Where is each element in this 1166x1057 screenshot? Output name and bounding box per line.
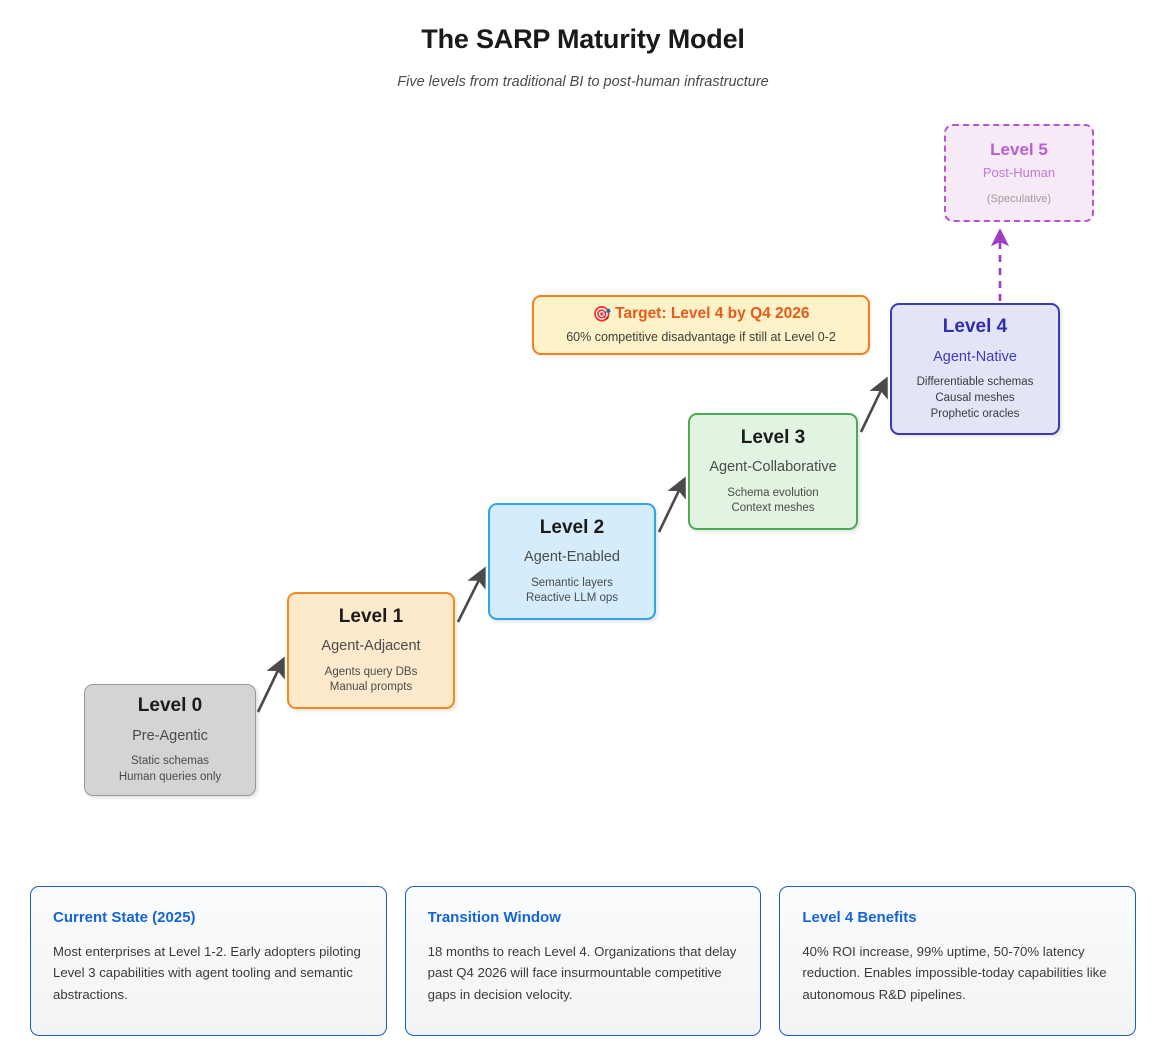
level-4-detail-line: Differentiable schemas [916, 376, 1034, 389]
level-3-detail-line: Context meshes [731, 502, 815, 515]
level-2-detail-line: Semantic layers [531, 576, 613, 589]
level-0-details: Static schemas Human queries only [119, 754, 221, 786]
level-box-0[interactable]: Level 0 Pre-Agentic Static schemas Human… [84, 684, 256, 796]
level-2-subtitle: Agent-Enabled [524, 549, 620, 566]
page-subtitle: Five levels from traditional BI to post-… [397, 74, 769, 90]
level-3-subtitle: Agent-Collaborative [709, 459, 837, 476]
level-1-detail-line: Manual prompts [329, 681, 413, 694]
level-2-title: Level 2 [539, 516, 605, 538]
target-headline-text: Target: Level 4 by Q4 2026 [615, 305, 810, 323]
level-5-subtitle: Post-Human [982, 165, 1056, 181]
level-4-title: Level 4 [942, 316, 1008, 338]
maturity-staircase: Level 0 Pre-Agentic Static schemas Human… [84, 124, 1094, 796]
level-1-title: Level 1 [338, 605, 404, 627]
level-box-1[interactable]: Level 1 Agent-Adjacent Agents query DBs … [287, 592, 455, 709]
level-0-detail-line: Static schemas [131, 755, 209, 768]
info-card-transition-window[interactable]: Transition Window 18 months to reach Lev… [404, 886, 762, 1036]
level-3-details: Schema evolution Context meshes [727, 486, 818, 518]
level-1-detail-line: Agents query DBs [324, 665, 418, 678]
level-box-4[interactable]: Level 4 Agent-Native Differentiable sche… [890, 303, 1060, 435]
level-0-subtitle: Pre-Agentic [132, 727, 208, 744]
card-body: 40% ROI increase, 99% uptime, 50-70% lat… [802, 944, 1107, 1002]
info-card-current-state[interactable]: Current State (2025) Most enterprises at… [30, 886, 387, 1036]
level-1-subtitle: Agent-Adjacent [321, 638, 421, 655]
level-5-detail-line: (Speculative) [986, 192, 1052, 205]
level-0-title: Level 0 [137, 695, 203, 717]
card-body: 18 months to reach Level 4. Organization… [427, 944, 737, 1002]
level-5-details: (Speculative) [987, 192, 1051, 207]
level-box-2[interactable]: Level 2 Agent-Enabled Semantic layers Re… [488, 503, 656, 620]
level-4-detail-line: Prophetic oracles [930, 407, 1020, 420]
connector-level2-level3 [657, 476, 686, 533]
target-icon: 🎯 [592, 305, 612, 323]
connector-level1-level2 [456, 566, 486, 623]
info-cards-row: Current State (2025) Most enterprises at… [30, 886, 1137, 1036]
level-0-detail-line: Human queries only [118, 770, 222, 783]
level-4-detail-line: Causal meshes [935, 392, 1015, 404]
target-headline: 🎯 Target: Level 4 by Q4 2026 [592, 305, 809, 324]
card-body: Most enterprises at Level 1-2. Early ado… [53, 944, 361, 1002]
level-2-details: Semantic layers Reactive LLM ops [526, 576, 618, 608]
level-4-subtitle: Agent-Native [933, 349, 1017, 366]
card-title: Current State (2025) [53, 909, 196, 926]
connector-level3-level4 [859, 376, 888, 433]
level-3-detail-line: Schema evolution [727, 486, 819, 499]
target-note: 60% competitive disadvantage if still at… [566, 329, 836, 344]
level-1-details: Agents query DBs Manual prompts [325, 665, 418, 697]
connector-level0-level1 [256, 656, 285, 713]
card-title: Transition Window [427, 909, 561, 926]
level-4-details: Differentiable schemas Causal meshes Pro… [917, 375, 1034, 423]
info-card-level4-benefits[interactable]: Level 4 Benefits 40% ROI increase, 99% u… [779, 886, 1137, 1036]
level-box-5[interactable]: Level 5 Post-Human (Speculative) [944, 124, 1094, 222]
level-5-title: Level 5 [990, 140, 1048, 160]
card-title: Level 4 Benefits [802, 909, 917, 926]
level-2-detail-line: Reactive LLM ops [525, 592, 619, 605]
target-callout: 🎯 Target: Level 4 by Q4 2026 60% competi… [532, 295, 870, 355]
level-box-3[interactable]: Level 3 Agent-Collaborative Schema evolu… [688, 413, 858, 530]
page-title: The SARP Maturity Model [421, 24, 745, 54]
level-3-title: Level 3 [740, 426, 806, 448]
